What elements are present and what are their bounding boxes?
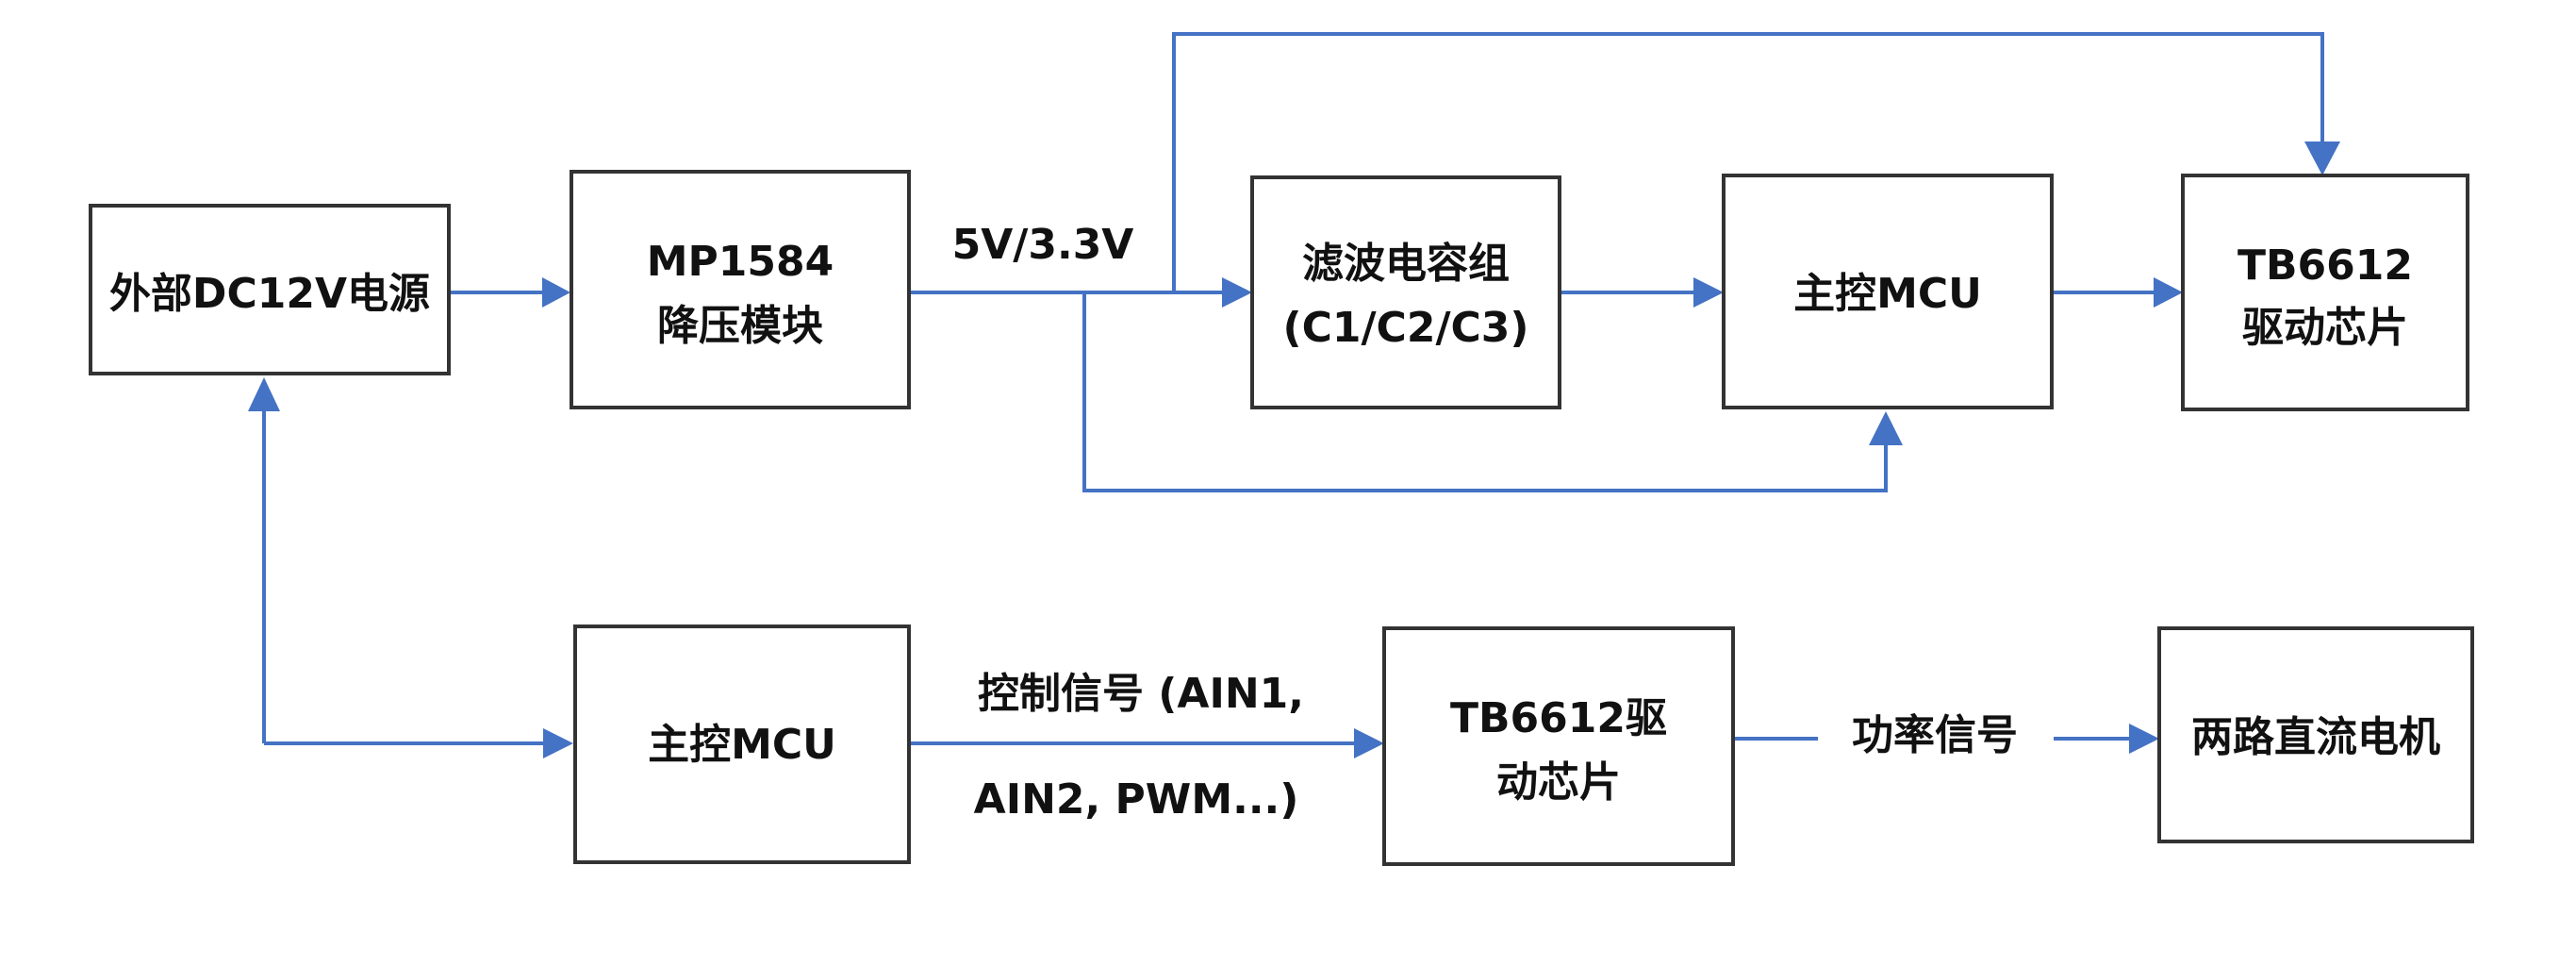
arrowhead-bus-to-tb6612-top — [2304, 142, 2340, 175]
wires — [248, 32, 2340, 758]
wire-bus-to-tb6612-top — [1172, 32, 2324, 292]
node-mp1584: MP1584 降压模块 — [570, 170, 911, 409]
label-tb6612-top-line2: 驱动芯片 — [2242, 304, 2408, 352]
label-mcu-top: 主控MCU — [1793, 270, 1982, 318]
arrowhead-dc-vertical — [248, 377, 280, 411]
arrowhead-bus-to-mcu-bottom-side — [1869, 411, 1903, 445]
node-motors: 两路直流电机 — [2157, 626, 2474, 843]
node-filter-caps: 滤波电容组 (C1/C2/C3) — [1250, 175, 1561, 409]
node-tb6612-bottom: TB6612驱 动芯片 — [1382, 626, 1735, 866]
edge-label-power: 功率信号 — [1852, 711, 2018, 759]
arrowhead-mcu-to-tb6612-bottom — [1354, 728, 1384, 758]
arrowhead-filter-to-mcu — [1693, 277, 1724, 308]
label-filter-caps-line1: 滤波电容组 — [1302, 240, 1510, 288]
box-dc-power — [89, 204, 451, 375]
edge-label-control-line2: AIN2, PWM...) — [974, 775, 1299, 824]
label-tb6612-top-line1: TB6612 — [2237, 242, 2413, 290]
arrowhead-dc-to-mcu-bottom — [543, 728, 573, 758]
label-tb6612-bottom-line2: 动芯片 — [1496, 758, 1621, 807]
box-mcu-top — [1722, 174, 2054, 409]
label-mp1584-line2: 降压模块 — [657, 302, 823, 350]
label-filter-caps-line2: (C1/C2/C3) — [1282, 304, 1528, 352]
edge-label-voltage: 5V/3.3V — [952, 221, 1134, 269]
node-mcu-top: 主控MCU — [1722, 174, 2054, 409]
box-tb6612-bottom — [1382, 626, 1735, 866]
box-tb6612-top — [2181, 174, 2469, 411]
label-mcu-bottom: 主控MCU — [648, 721, 836, 769]
box-motors — [2157, 626, 2474, 843]
box-mp1584 — [570, 170, 911, 409]
arrowhead-mp1584-to-filter — [1222, 277, 1252, 308]
node-tb6612-top: TB6612 驱动芯片 — [2181, 174, 2469, 411]
edge-label-control-line1: 控制信号 (AIN1, — [978, 670, 1304, 718]
label-motors: 两路直流电机 — [2191, 713, 2440, 761]
box-filter-caps — [1250, 175, 1561, 409]
node-dc-power: 外部DC12V电源 — [89, 204, 451, 375]
arrowhead-dc-to-mp1584 — [542, 277, 570, 308]
arrowhead-mcu-to-tb6612-top — [2154, 277, 2183, 308]
node-mcu-bottom: 主控MCU — [573, 625, 911, 864]
label-tb6612-bottom-line1: TB6612驱 — [1450, 694, 1667, 742]
wire-bus-to-mcu-bottom-side — [1082, 292, 1888, 492]
label-dc-power: 外部DC12V电源 — [109, 270, 430, 318]
box-mcu-bottom — [573, 625, 911, 864]
arrowhead-tb6612-to-motors — [2129, 724, 2159, 754]
label-mp1584-line1: MP1584 — [647, 238, 834, 286]
